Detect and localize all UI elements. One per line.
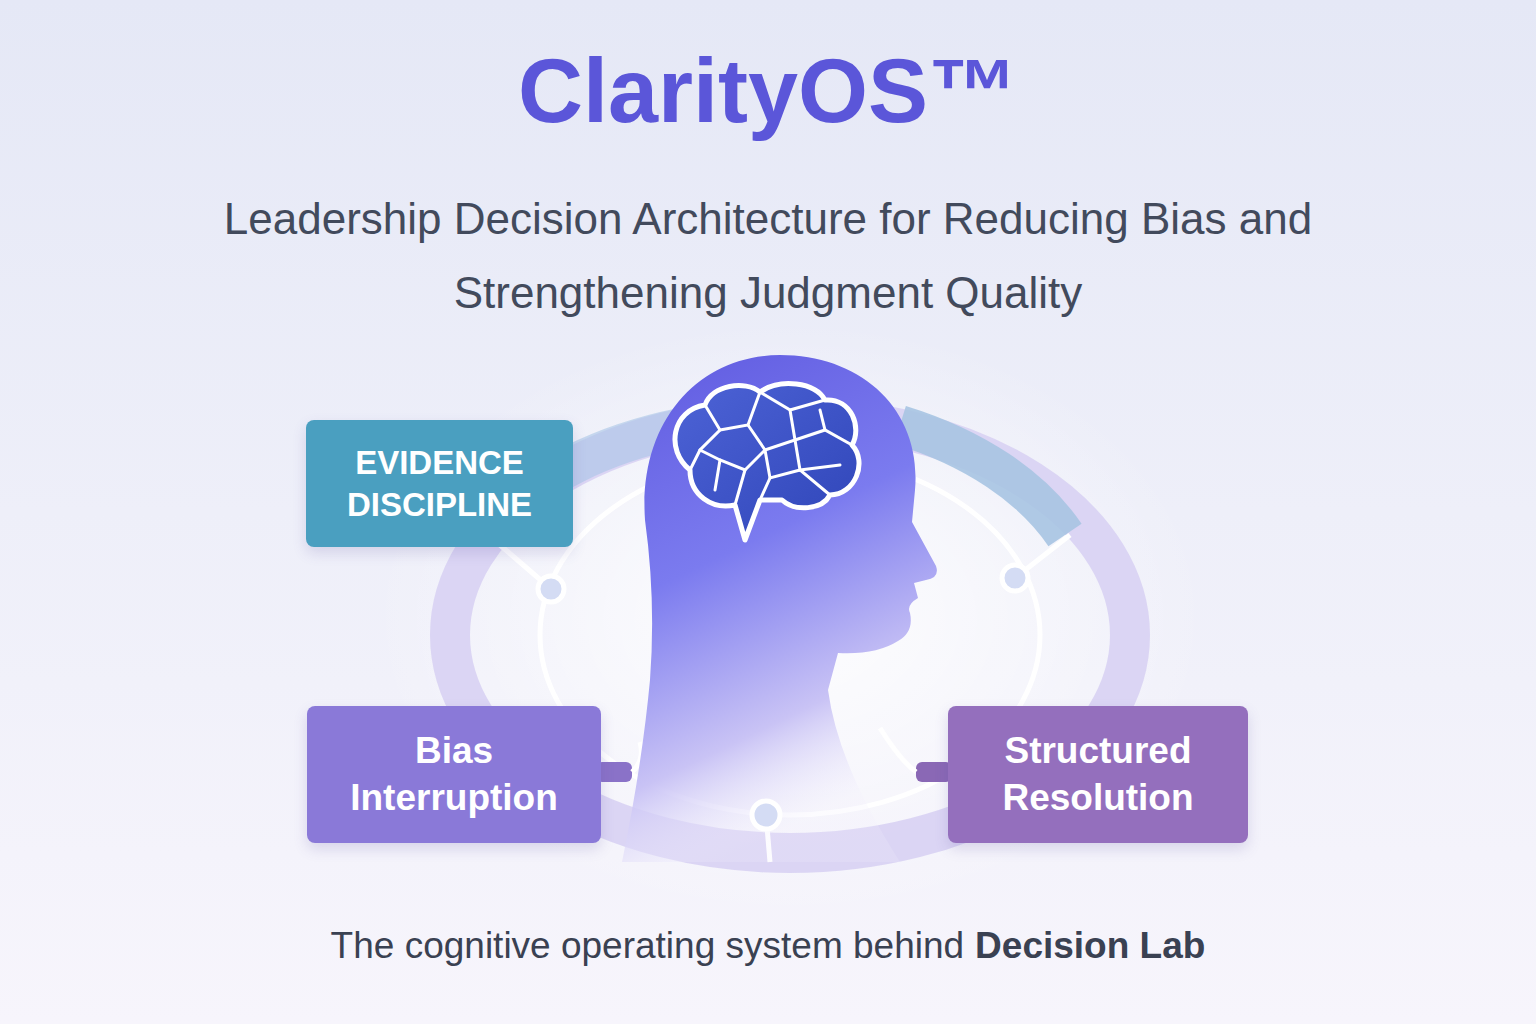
joint-dot xyxy=(752,801,780,829)
brain-icon xyxy=(675,384,859,540)
pillar-label: EVIDENCE DISCIPLINE xyxy=(320,442,559,525)
subtitle: Leadership Decision Architecture for Red… xyxy=(218,182,1318,330)
stub xyxy=(596,762,632,782)
tagline: The cognitive operating system behindDec… xyxy=(0,924,1536,968)
pillar-box: Bias Interruption xyxy=(307,706,601,843)
pillar-box: Structured Resolution xyxy=(948,706,1248,843)
stub-line xyxy=(880,728,916,772)
joint-dot xyxy=(1002,565,1028,591)
title: ClarityOS™ xyxy=(0,42,1536,141)
head-silhouette xyxy=(622,355,937,862)
joint-dot xyxy=(538,576,564,602)
brand-name: Decision Lab xyxy=(975,924,1205,968)
pillar-label: Structured Resolution xyxy=(962,728,1234,821)
pillar-box: EVIDENCE DISCIPLINE xyxy=(306,420,573,547)
tagline-text: The cognitive operating system behind xyxy=(331,924,964,968)
stub xyxy=(916,762,952,782)
pillar-label: Bias Interruption xyxy=(321,728,587,821)
